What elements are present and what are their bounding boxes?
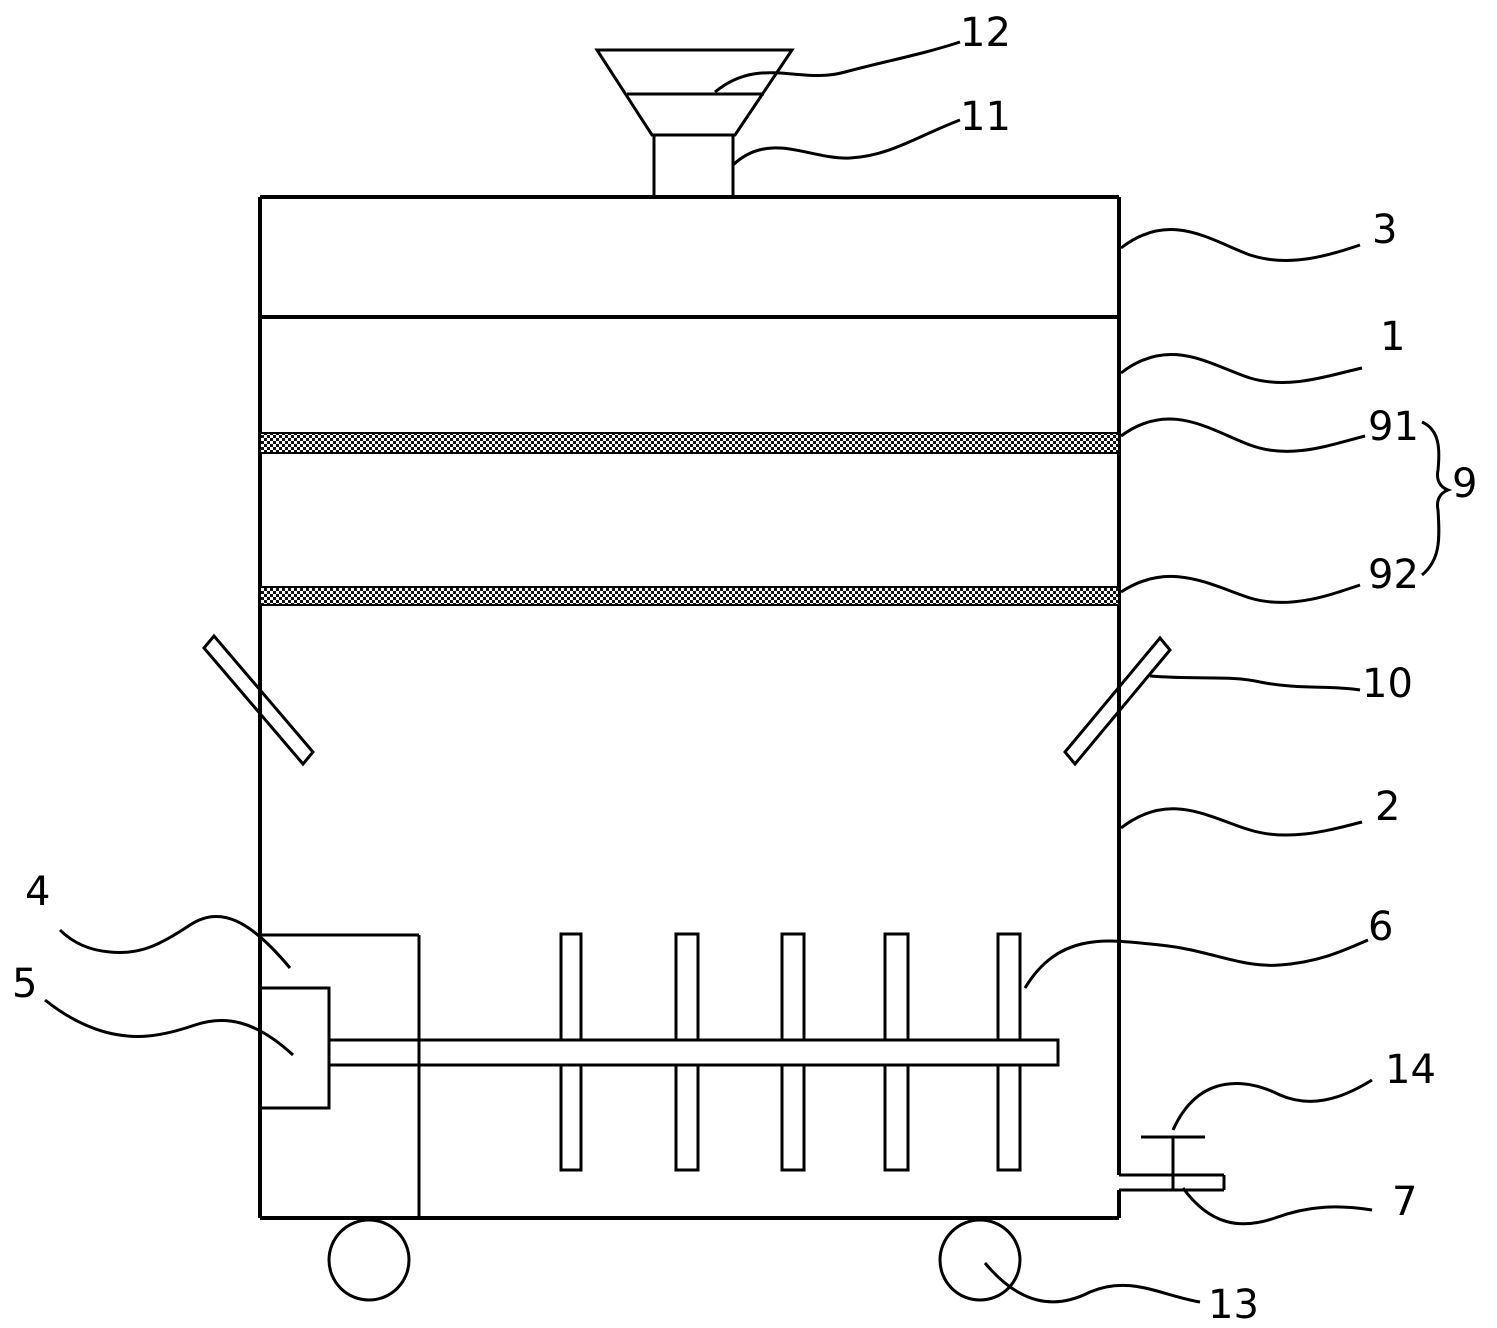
label-feed-pipe: 11 bbox=[960, 94, 1011, 140]
baffle-right bbox=[1063, 635, 1172, 767]
label-motor-box: 4 bbox=[25, 869, 50, 915]
label-screen-upper: 91 bbox=[1368, 404, 1419, 450]
hopper bbox=[594, 48, 795, 137]
label-lower-tank: 2 bbox=[1375, 784, 1400, 830]
label-top-section: 3 bbox=[1372, 207, 1397, 253]
motor-box bbox=[260, 933, 421, 1218]
feed-pipe bbox=[652, 135, 735, 197]
filter-screen-lower bbox=[259, 586, 1120, 606]
baffle-left bbox=[202, 633, 315, 767]
leader-lines bbox=[44, 40, 1373, 1304]
label-wheel: 13 bbox=[1208, 1282, 1259, 1328]
label-motor: 5 bbox=[12, 961, 37, 1007]
valve bbox=[1141, 1135, 1205, 1190]
label-screen-lower: 92 bbox=[1368, 552, 1419, 598]
label-screen-group: 9 bbox=[1452, 461, 1477, 507]
stirring-shaft bbox=[327, 1038, 1060, 1067]
label-valve: 14 bbox=[1385, 1047, 1436, 1093]
label-hopper: 12 bbox=[960, 10, 1011, 56]
label-stirring-blade: 6 bbox=[1368, 904, 1393, 950]
stirring-blades bbox=[559, 932, 1022, 1172]
label-upper-tank: 1 bbox=[1380, 314, 1405, 360]
label-baffle: 10 bbox=[1362, 661, 1413, 707]
wheel-left bbox=[327, 1218, 411, 1302]
motor bbox=[258, 986, 331, 1110]
label-outlet-pipe: 7 bbox=[1392, 1179, 1417, 1225]
screen-group-brace bbox=[1421, 420, 1453, 577]
wheel-right bbox=[938, 1218, 1022, 1302]
filter-screen-upper bbox=[259, 432, 1120, 454]
